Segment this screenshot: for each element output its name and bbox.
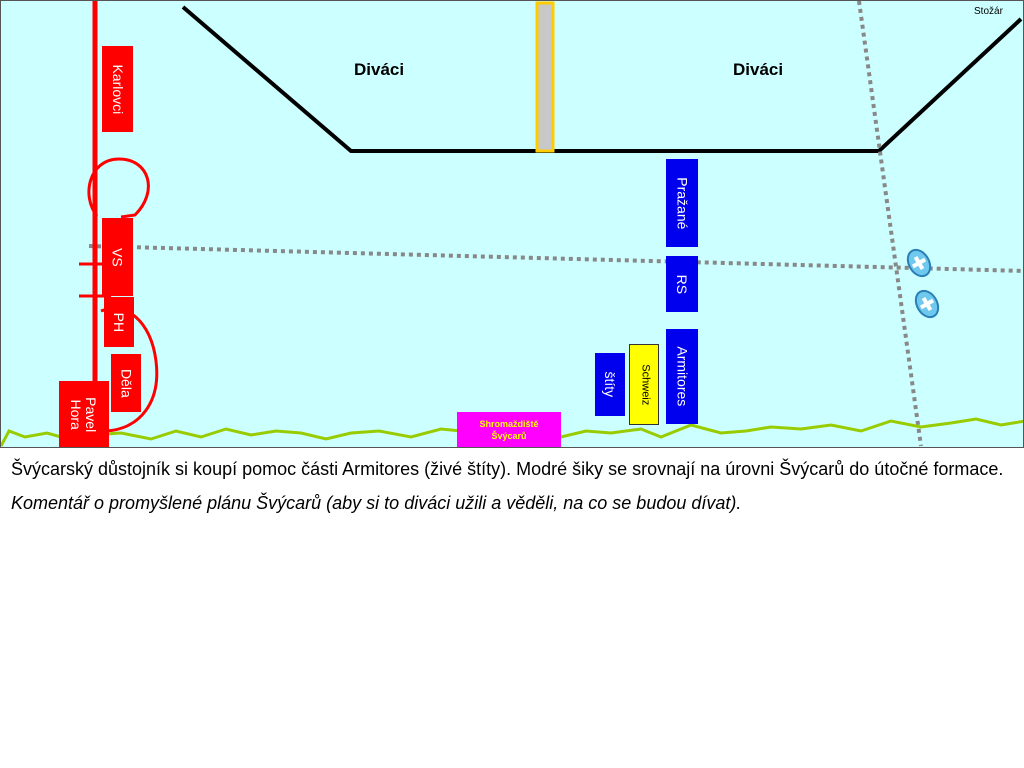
caption-paragraph-1: Švýcarský důstojník si koupí pomoc části… bbox=[11, 459, 1004, 479]
group-armitores: Armitores bbox=[666, 329, 698, 424]
caption: Švýcarský důstojník si koupí pomoc části… bbox=[11, 456, 1011, 524]
group-karlovci: Karlovci bbox=[102, 46, 133, 132]
spectators-label-right: Diváci bbox=[733, 60, 784, 79]
group-dela: Děla bbox=[111, 354, 141, 412]
group-rs: RS bbox=[666, 256, 698, 312]
battlefield-diagram: Diváci Diváci Stožár Karlovci VS PH Děla… bbox=[0, 0, 1024, 448]
swiss-assembly-point-line1: Shromaždiště bbox=[479, 419, 539, 430]
group-vs-label: VS bbox=[109, 247, 126, 267]
group-vs: VS bbox=[102, 218, 133, 296]
dotted-line-horizontal bbox=[88, 244, 1023, 273]
mast-label: Stožár bbox=[974, 6, 1003, 17]
group-dela-label: Děla bbox=[118, 368, 135, 398]
swiss-cross-shield-icon bbox=[906, 248, 932, 278]
caption-paragraph-2: Komentář o promyšlené plánu Švýcarů (aby… bbox=[11, 493, 742, 513]
red-loop-upper bbox=[87, 157, 150, 219]
dotted-line-diagonal bbox=[857, 1, 923, 447]
mast-pole bbox=[535, 1, 555, 153]
diagram-lines bbox=[1, 1, 1023, 447]
group-karlovci-label: Karlovci bbox=[109, 64, 126, 114]
group-armitores-label: Armitores bbox=[674, 346, 691, 407]
spectators-label-left: Diváci bbox=[354, 60, 405, 79]
group-schweiz-label: Schweiz bbox=[638, 364, 651, 405]
group-prazane-label: Pražané bbox=[674, 176, 691, 230]
group-prazane: Pražané bbox=[666, 159, 698, 247]
spectator-boundary-line bbox=[181, 5, 1023, 153]
group-stity-label: štíty bbox=[602, 371, 619, 398]
group-pavel-hora: Pavel Hora bbox=[59, 381, 109, 447]
group-ph-label: PH bbox=[111, 312, 128, 332]
group-pavel-hora-line2: Hora bbox=[69, 399, 85, 431]
group-schweiz: Schweiz bbox=[629, 344, 659, 425]
group-rs-label: RS bbox=[674, 274, 691, 294]
swiss-assembly-point-line2: Švýcarů bbox=[491, 430, 527, 441]
swiss-assembly-point: Shromaždiště Švýcarů bbox=[457, 412, 561, 447]
group-pavel-hora-line1: Pavel bbox=[83, 397, 100, 433]
group-stity: štíty bbox=[595, 353, 625, 416]
group-ph: PH bbox=[104, 297, 134, 347]
swiss-cross-shield-icon bbox=[914, 289, 940, 319]
group-pavel-hora-label: Pavel Hora bbox=[69, 397, 100, 433]
